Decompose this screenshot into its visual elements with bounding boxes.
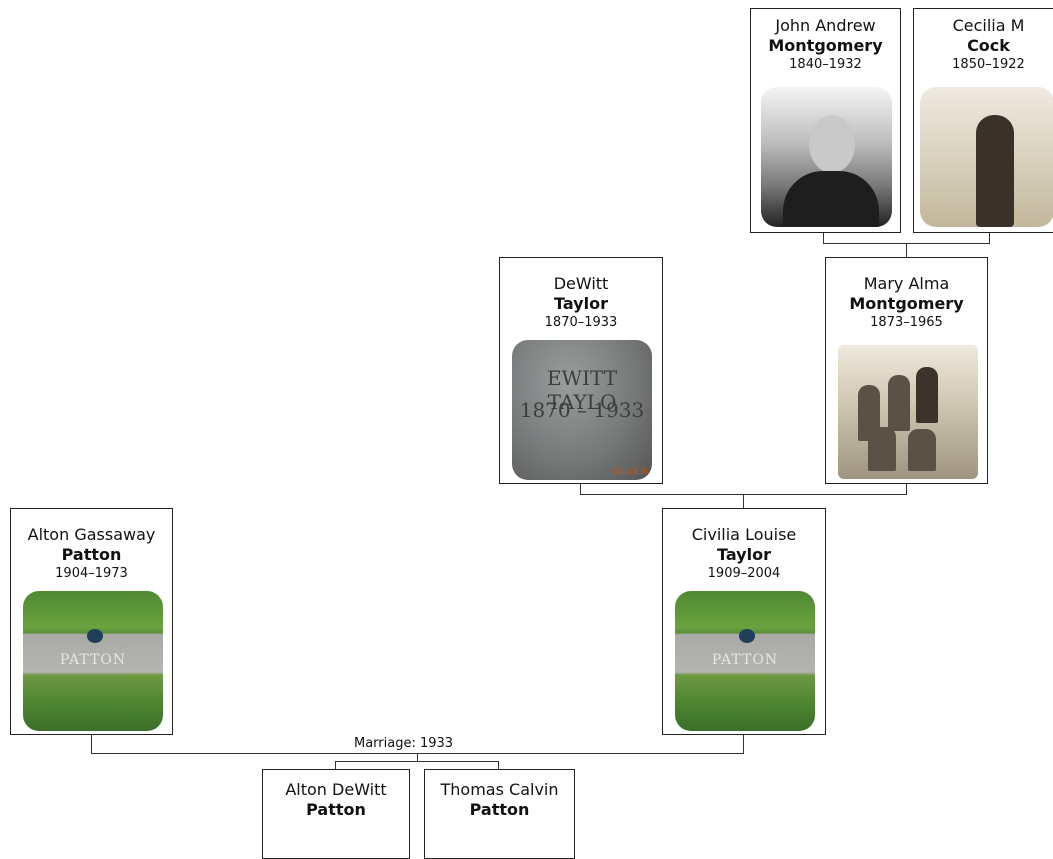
group-figure	[908, 429, 936, 471]
life-years: 1840–1932	[789, 57, 862, 72]
person-card-thomas-calvin-patton[interactable]: Thomas Calvin Patton	[424, 769, 575, 859]
connector-dewitt-mary	[580, 484, 581, 494]
given-name: John Andrew	[775, 16, 876, 35]
given-name: Mary Alma	[863, 274, 950, 293]
photo-watermark: Church St	[611, 466, 648, 476]
life-years: 1870–1933	[544, 315, 618, 330]
surname: Cock	[967, 36, 1010, 55]
connector-to-alton-dewitt	[335, 761, 336, 769]
connector-alton-civilia	[743, 735, 744, 753]
life-years: 1873–1965	[870, 315, 943, 330]
surname: Patton	[469, 800, 530, 819]
marker-plate-text: PATTON	[59, 652, 127, 668]
given-name: Civilia Louise	[691, 525, 797, 544]
person-card-alton-gassaway-patton[interactable]: Alton Gassaway Patton 1904–1973 PATTON	[10, 508, 173, 735]
connector-alton-civilia	[91, 735, 92, 753]
surname: Patton	[61, 545, 122, 564]
grave-marker-photo: PATTON	[675, 591, 815, 731]
marker-plate-text: PATTON	[711, 652, 779, 668]
group-figure	[916, 367, 938, 423]
person-card-john-andrew-montgomery[interactable]: John Andrew Montgomery 1840–1932	[750, 8, 901, 233]
connector-children-bar	[335, 761, 499, 762]
group-photo	[838, 345, 978, 479]
connector-dewitt-mary	[906, 484, 907, 494]
connector-john-cecilia	[823, 233, 824, 243]
surname: Taylor	[554, 294, 608, 313]
life-years: 1909–2004	[707, 566, 781, 581]
grave-marker-photo: PATTON	[23, 591, 163, 731]
surname: Patton	[306, 800, 366, 819]
given-name: Cecilia M	[952, 16, 1025, 35]
person-card-alton-dewitt-patton[interactable]: Alton DeWitt Patton	[262, 769, 410, 859]
portrait-photo	[761, 87, 892, 227]
connector-to-mary	[906, 243, 907, 257]
life-years: 1850–1922	[952, 57, 1025, 72]
surname: Montgomery	[849, 294, 964, 313]
given-name: Alton Gassaway	[27, 525, 156, 544]
given-name: Thomas Calvin	[440, 780, 559, 799]
group-figure	[888, 375, 910, 431]
life-years: 1904–1973	[55, 566, 128, 581]
given-name: DeWitt	[553, 274, 609, 293]
person-card-civilia-louise-taylor[interactable]: Civilia Louise Taylor 1909–2004 PATTON	[662, 508, 826, 735]
person-card-cecilia-m-cock[interactable]: Cecilia M Cock 1850–1922	[913, 8, 1053, 233]
given-name: Alton DeWitt	[285, 780, 387, 799]
marker-vase	[739, 629, 755, 643]
connector-to-thomas	[498, 761, 499, 769]
person-card-mary-alma-montgomery[interactable]: Mary Alma Montgomery 1873–1965	[825, 257, 988, 484]
person-card-dewitt-taylor[interactable]: DeWitt Taylor 1870–1933 EWITT TAYLO 1870…	[499, 257, 663, 484]
portrait-photo	[920, 87, 1053, 227]
marriage-label: Marriage: 1933	[352, 736, 456, 751]
engraving-years: 1870 – 1933	[519, 398, 645, 422]
portrait-body	[783, 171, 879, 227]
marker-vase	[87, 629, 103, 643]
connector-john-cecilia	[989, 233, 990, 243]
group-figure	[868, 427, 896, 471]
gravestone-photo: EWITT TAYLO 1870 – 1933 Church St	[512, 340, 652, 480]
engraving-name: EWITT TAYLO	[546, 366, 618, 414]
figure-dress	[976, 115, 1014, 227]
connector-to-civilia	[743, 494, 744, 508]
surname: Montgomery	[768, 36, 883, 55]
connector-to-children	[417, 753, 418, 761]
surname: Taylor	[717, 545, 771, 564]
portrait-head	[809, 115, 855, 173]
